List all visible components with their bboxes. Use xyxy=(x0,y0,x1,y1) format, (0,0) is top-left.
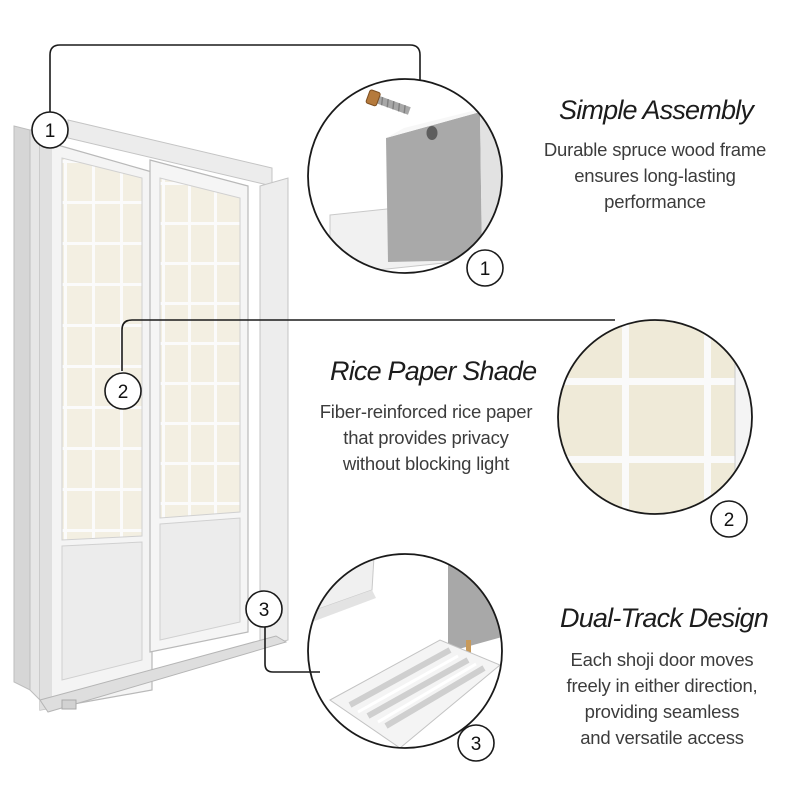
feature-title-dual-track-design: Dual-Track Design xyxy=(560,603,769,633)
feature-desc-rice-paper-shade: Fiber-reinforced rice paper that provide… xyxy=(308,399,544,477)
right-door xyxy=(149,159,249,653)
screw-hole xyxy=(426,126,438,140)
desc-line: Durable spruce wood frame xyxy=(543,139,767,160)
svg-text:1: 1 xyxy=(45,121,56,142)
svg-text:3: 3 xyxy=(259,600,270,621)
feature-title-rice-paper-shade: Rice Paper Shade xyxy=(330,356,537,386)
shoji-door-unit xyxy=(13,119,289,713)
left-door-rice-paper xyxy=(61,157,143,541)
wood-post xyxy=(386,112,482,262)
leader-line-3 xyxy=(264,627,320,673)
number-badge-3: 3 xyxy=(245,590,283,628)
feature-desc-simple-assembly: Durable spruce wood frame ensures long-l… xyxy=(540,137,770,215)
desc-line: performance xyxy=(604,191,706,212)
number-badge-2-detail: 2 xyxy=(710,500,748,538)
desc-line: Each shoji door moves xyxy=(570,649,754,670)
detail-circle-assembly xyxy=(307,78,503,274)
right-door-lower-panel xyxy=(159,517,241,641)
right-door-rice-paper xyxy=(159,177,241,519)
svg-text:2: 2 xyxy=(724,510,735,531)
screw xyxy=(365,89,411,115)
number-badge-2: 2 xyxy=(104,372,142,410)
leader-lines xyxy=(49,44,615,673)
right-outer-frame xyxy=(259,177,289,649)
feature-title-simple-assembly: Simple Assembly xyxy=(559,95,754,125)
desc-line: Fiber-reinforced rice paper xyxy=(319,401,533,422)
number-badge-1: 1 xyxy=(31,111,69,149)
left-door xyxy=(39,139,153,711)
desc-line: without blocking light xyxy=(342,453,510,474)
left-door-lower-panel xyxy=(61,541,143,681)
desc-line: providing seamless xyxy=(584,701,740,722)
number-badge-3-detail: 3 xyxy=(457,724,495,762)
svg-text:1: 1 xyxy=(480,259,491,280)
leader-line-1 xyxy=(49,44,421,112)
desc-line: that provides privacy xyxy=(343,427,509,448)
desc-line: ensures long-lasting xyxy=(574,165,736,186)
detail-circle-rice-paper xyxy=(557,319,753,515)
leader-line-2 xyxy=(121,319,615,371)
desc-line: freely in either direction, xyxy=(566,675,758,696)
svg-text:3: 3 xyxy=(471,734,482,755)
bottom-track xyxy=(39,635,288,713)
svg-text:2: 2 xyxy=(118,382,129,403)
feature-desc-dual-track-design: Each shoji door moves freely in either d… xyxy=(552,647,772,751)
number-badge-1-detail: 1 xyxy=(466,249,504,287)
detail-circle-dual-track xyxy=(307,553,503,749)
desc-line: and versatile access xyxy=(580,727,744,748)
